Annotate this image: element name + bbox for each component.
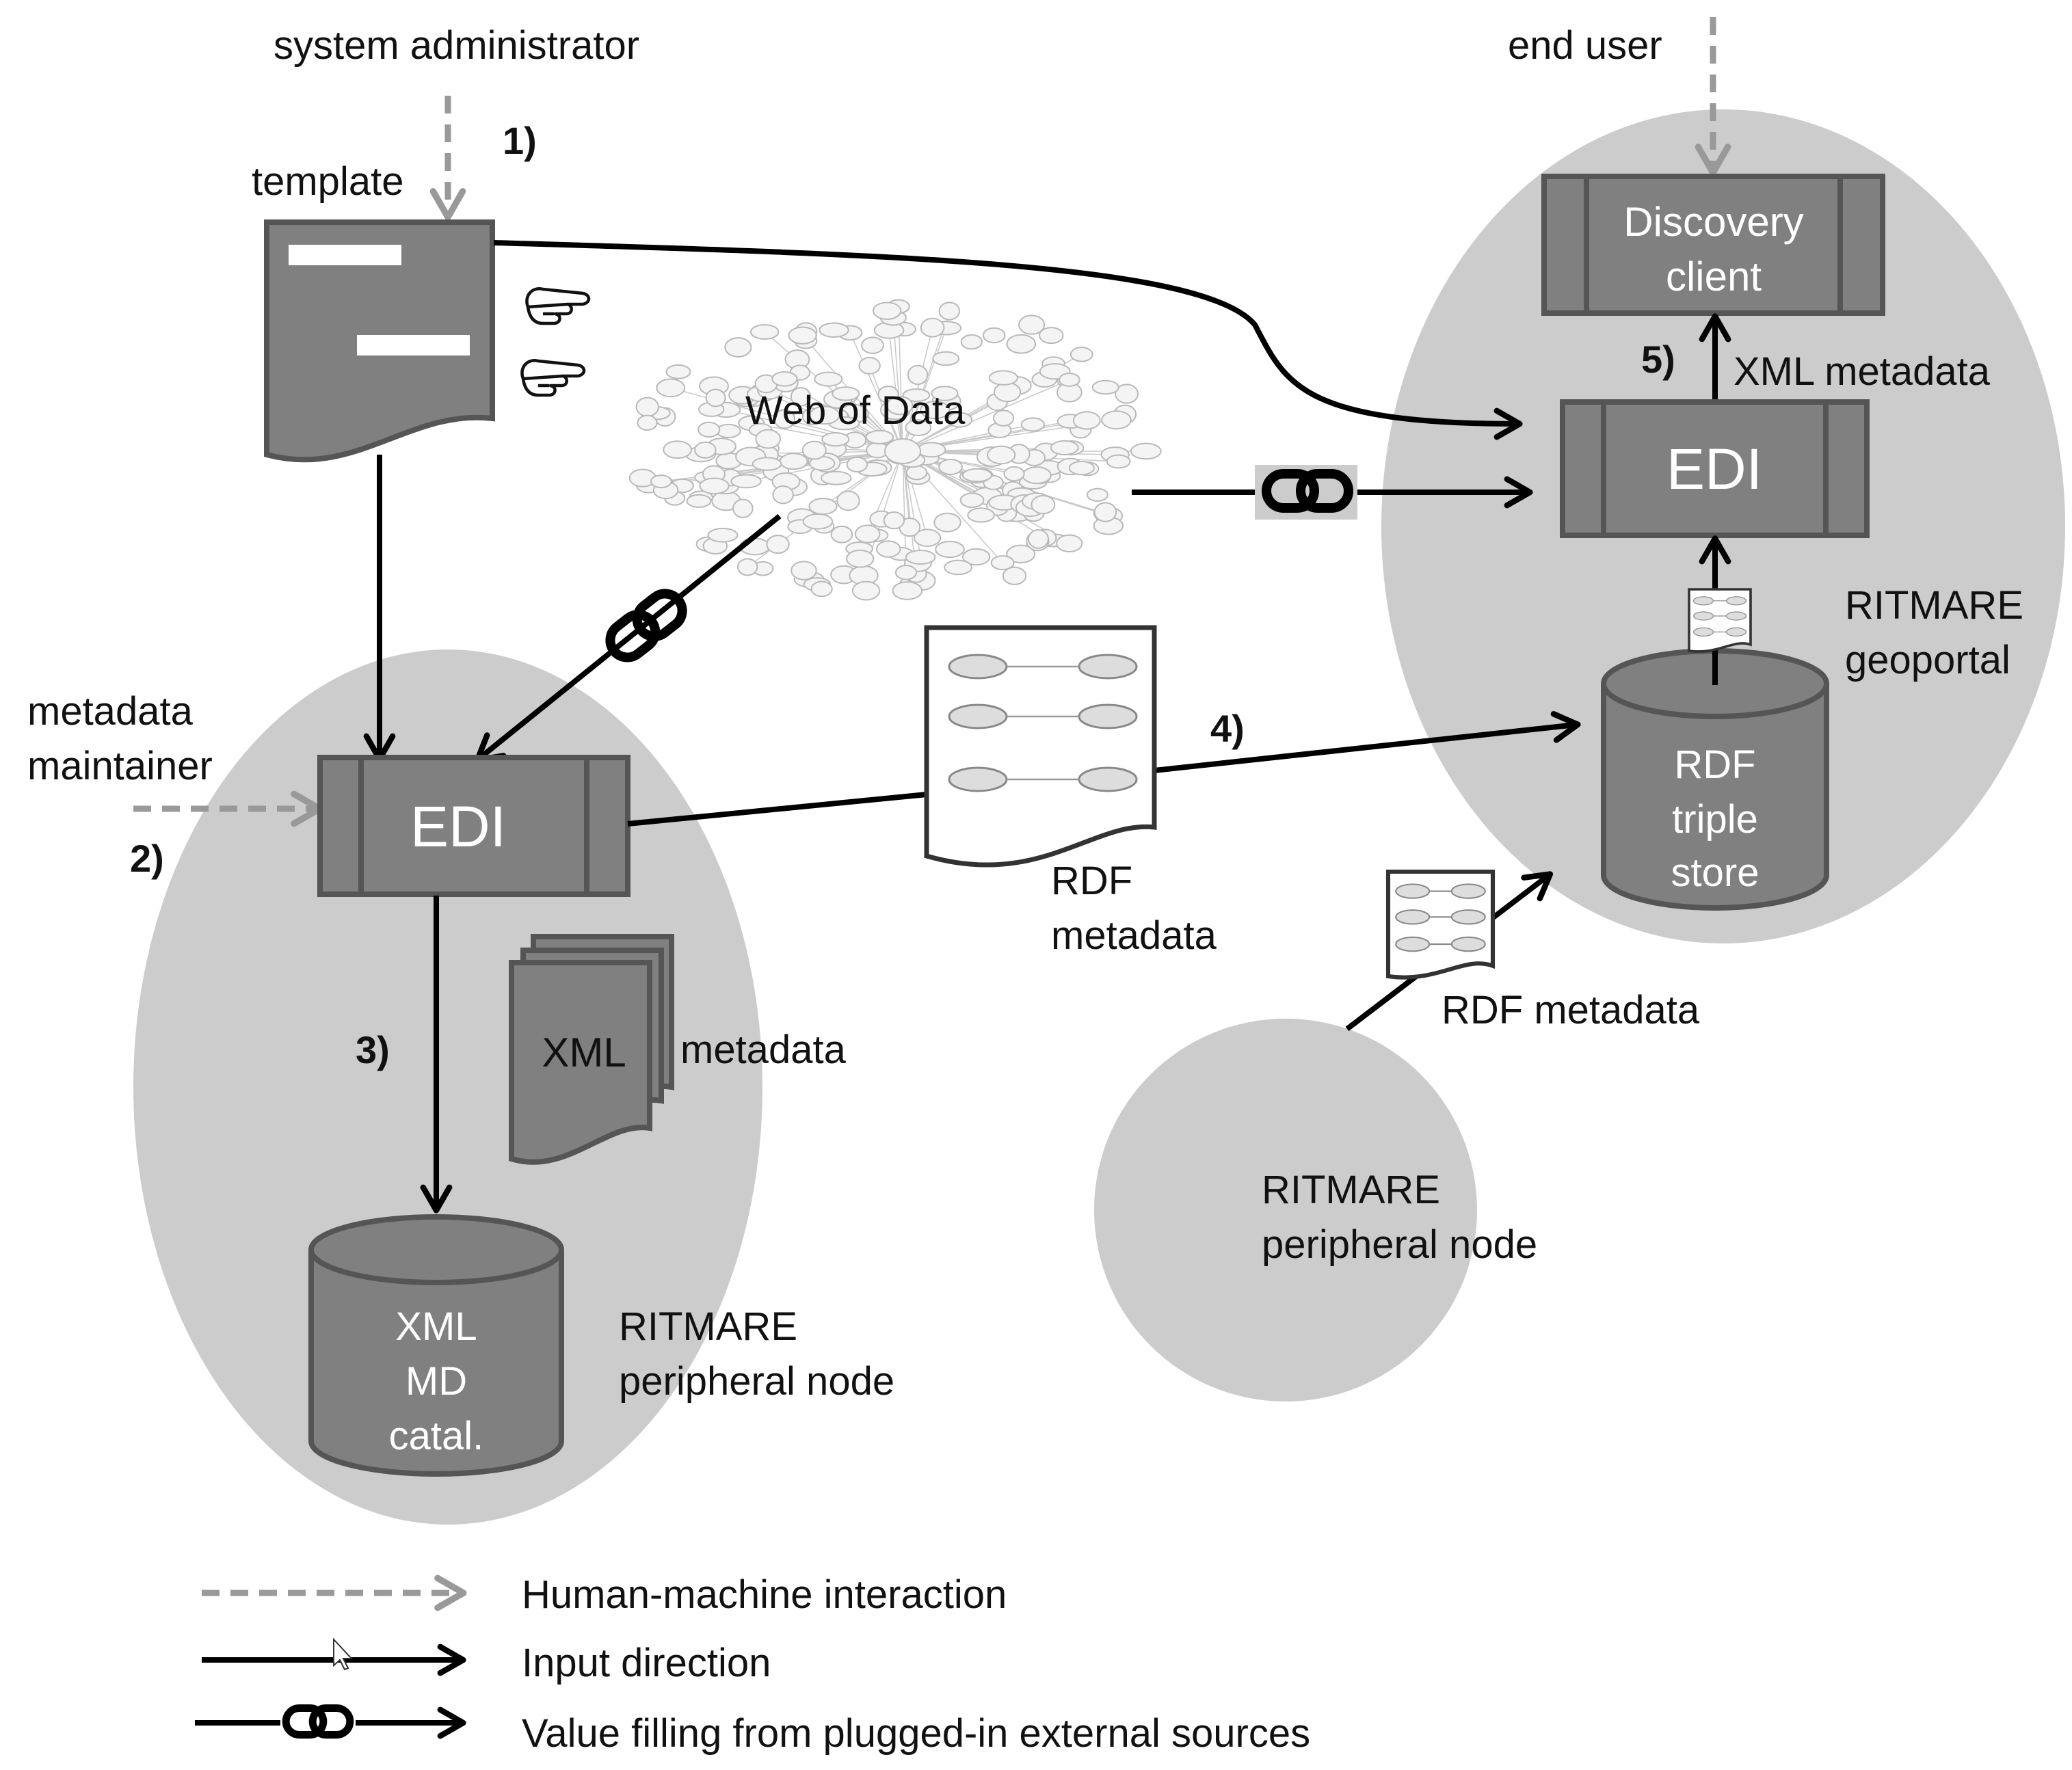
- peripheral-left-label-line1: RITMARE: [619, 1304, 797, 1349]
- rdf-to-triple-store-arrow: [1154, 711, 1581, 773]
- triple-store-label-line1: RDF: [1674, 742, 1755, 787]
- edi-left-box: [317, 755, 630, 897]
- geoportal-label-line2: geoportal: [1845, 638, 2010, 682]
- step-2-label: 2): [130, 837, 164, 880]
- rdf-mini-document-icon: [1688, 588, 1752, 653]
- peripheral-left-label-line2: peripheral node: [619, 1359, 894, 1404]
- triple-store-label-line3: store: [1671, 850, 1759, 895]
- legend: Human-machine interaction Input directio…: [195, 1572, 1310, 1756]
- xml-stack-side-label: metadata: [680, 1028, 847, 1072]
- xml-metadata-top-label: XML metadata: [1734, 349, 1991, 394]
- peripheral-right-label-line1: RITMARE: [1262, 1168, 1440, 1212]
- pointing-hand-icon: [522, 360, 584, 395]
- step-1-label: 1): [503, 119, 537, 162]
- xml-metadata-stack: [509, 934, 674, 1165]
- edi-to-rdf-line: [627, 792, 927, 827]
- rdf-metadata-document: [924, 625, 1157, 868]
- peripheral-node-region-right: [1094, 1019, 1477, 1402]
- metadata-maintainer-label-line1: metadata: [27, 689, 194, 734]
- pointing-hand-icon: [527, 289, 589, 323]
- rdf-metadata-label-line1: RDF: [1051, 859, 1132, 903]
- geoportal-label-line1: RITMARE: [1845, 583, 2023, 628]
- template-field-1: [289, 245, 401, 265]
- web-of-data-to-edi-link-arrow: [474, 513, 782, 763]
- catalog-label-line2: MD: [406, 1359, 467, 1404]
- metadata-maintainer-label-line2: maintainer: [27, 744, 213, 788]
- template-to-geoportal-edi-arrow: [493, 240, 1523, 440]
- rdf-metadata-small-label: RDF metadata: [1442, 988, 1700, 1032]
- discovery-client-label-line1: Discovery: [1623, 199, 1803, 245]
- end-user-label: end user: [1508, 23, 1662, 68]
- xml-md-catalog-cylinder: [308, 1214, 564, 1477]
- template-label: template: [252, 159, 403, 204]
- step-5-label: 5): [1641, 338, 1675, 381]
- discovery-client-box: [1541, 174, 1885, 316]
- web-of-data-label: Web of Data: [745, 388, 966, 433]
- step-3-label: 3): [356, 1028, 390, 1071]
- system-administrator-label: system administrator: [274, 23, 639, 68]
- legend-label-value-filling: Value filling from plugged-in external s…: [522, 1711, 1310, 1756]
- xml-stack-doc-label: XML: [542, 1030, 626, 1075]
- legend-label-input-direction: Input direction: [522, 1641, 771, 1685]
- template-field-2: [357, 335, 470, 356]
- discovery-client-label-line2: client: [1666, 254, 1762, 299]
- mouse-cursor-icon: [333, 1637, 354, 1671]
- rdf-small-document-icon: [1388, 872, 1493, 978]
- peripheral-right-label-line2: peripheral node: [1262, 1222, 1537, 1267]
- triple-store-label-line2: triple: [1672, 797, 1758, 842]
- rdf-triple-store-cylinder: [1601, 648, 1829, 911]
- edi-right-box: [1560, 399, 1870, 538]
- edi-right-label: EDI: [1666, 437, 1762, 501]
- web-of-data-cloud: [628, 299, 1162, 601]
- edi-left-label: EDI: [410, 794, 506, 859]
- catalog-label-line3: catal.: [389, 1414, 484, 1458]
- step-4-label: 4): [1210, 707, 1245, 750]
- legend-label-human-machine: Human-machine interaction: [522, 1572, 1007, 1617]
- catalog-label-line1: XML: [395, 1304, 477, 1349]
- rdf-metadata-label-line2: metadata: [1051, 913, 1217, 958]
